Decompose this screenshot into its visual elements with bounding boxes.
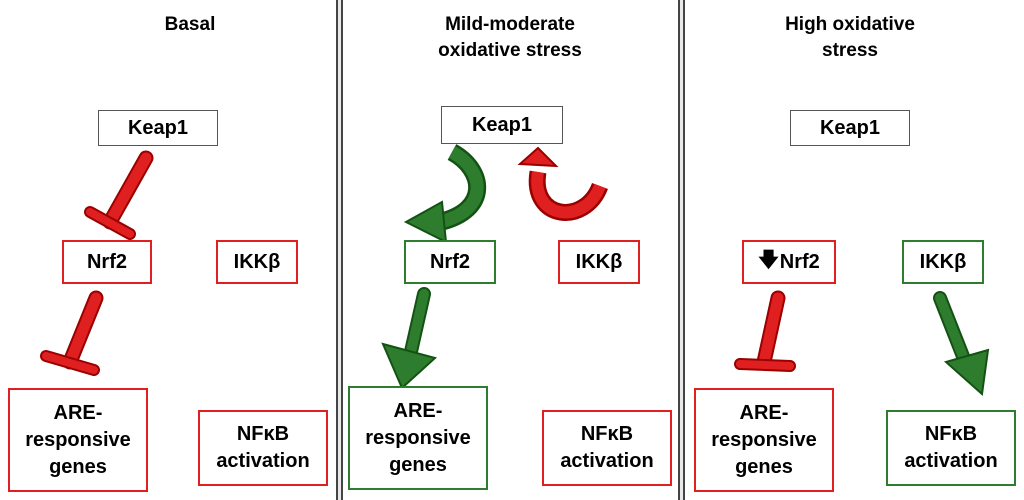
keap1-label: Keap1 [127, 116, 189, 139]
are-line: ARE- [53, 401, 103, 424]
curved-arrow-keap1-release-nrf2 [403, 144, 487, 244]
nfkb-line: NFκB [924, 423, 978, 445]
are-genes-box-basal: ARE- responsive genes [8, 388, 148, 492]
keap1-box-mild: Keap1 [441, 106, 563, 144]
nfkb-line: NFκB [580, 423, 634, 445]
nfkb-line: activation [904, 450, 998, 472]
are-line: genes [49, 455, 107, 478]
keap1-label: Keap1 [819, 116, 881, 139]
activate-arrow-nrf2-are [381, 287, 438, 390]
are-line: genes [389, 453, 447, 476]
are-line: ARE- [393, 399, 443, 422]
nfkb-line: NFκB [236, 423, 290, 445]
are-line: responsive [25, 428, 131, 451]
ikk-label: IKKβ [575, 250, 623, 273]
title-line: High oxidative [785, 14, 915, 35]
ikk-label: IKKβ [919, 250, 967, 273]
panel-title-basal: Basal [90, 12, 290, 38]
nrf2-box-high: 🡇 Nrf2 [742, 240, 836, 284]
nfkb-box-high: NFκB activation [886, 410, 1016, 486]
nrf2-label: Nrf2 [429, 250, 470, 273]
nfkb-box-basal: NFκB activation [198, 410, 328, 486]
nrf2-label: Nrf2 [779, 250, 820, 273]
nfkb-box-mild: NFκB activation [542, 410, 672, 486]
inhibit-arrow-keap1-nrf2 [84, 150, 154, 240]
are-line: responsive [711, 428, 817, 451]
are-line: ARE- [739, 401, 789, 424]
down-arrow-icon: 🡇 [758, 249, 779, 271]
title-line: Mild-moderate [445, 14, 575, 35]
inhibit-arrow-nrf2-are-high [734, 290, 796, 372]
nrf2-label: Nrf2 [86, 250, 127, 273]
inhibit-arrow-nrf2-are [40, 290, 104, 376]
title-line: oxidative stress [438, 40, 582, 61]
nrf2-box-basal: Nrf2 [62, 240, 152, 284]
are-genes-box-high: ARE- responsive genes [694, 388, 834, 492]
keap1-box-high: Keap1 [790, 110, 910, 146]
activate-arrow-ikk-nfkb [933, 291, 990, 396]
panel-title-high: High oxidative stress [740, 12, 960, 64]
ikk-box-high: IKKβ [902, 240, 984, 284]
are-genes-box-mild: ARE- responsive genes [348, 386, 488, 490]
nfkb-line: activation [560, 450, 654, 472]
title-line: stress [822, 40, 878, 61]
ikk-box-basal: IKKβ [216, 240, 298, 284]
nrf2-box-mild: Nrf2 [404, 240, 496, 284]
curved-arrow-ikk-keap1 [517, 146, 608, 221]
keap1-box-basal: Keap1 [98, 110, 218, 146]
panel-divider-1 [336, 0, 343, 500]
ikk-box-mild: IKKβ [558, 240, 640, 284]
panel-divider-2 [678, 0, 685, 500]
panel-title-mild-moderate: Mild-moderate oxidative stress [390, 12, 630, 64]
ikk-label: IKKβ [233, 250, 281, 273]
nfkb-line: activation [216, 450, 310, 472]
are-line: genes [735, 455, 793, 478]
title-line: Basal [164, 14, 216, 35]
keap1-label: Keap1 [471, 113, 533, 136]
are-line: responsive [365, 426, 471, 449]
